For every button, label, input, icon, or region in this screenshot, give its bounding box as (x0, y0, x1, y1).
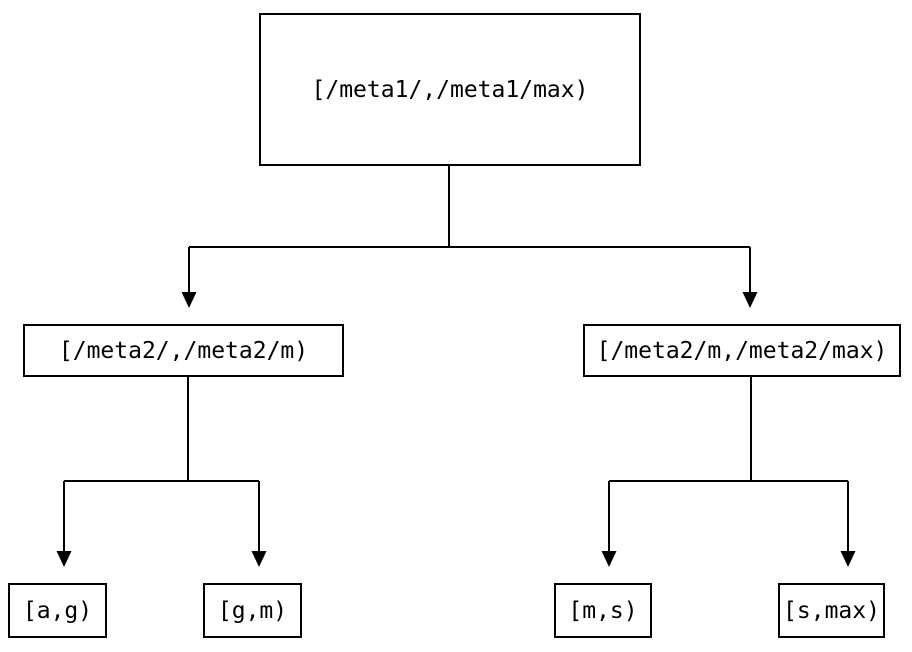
node-leaf-smax: [s,max) (778, 583, 885, 638)
arrowhead-leaf-smax (840, 551, 856, 567)
node-leaf-ag: [a,g) (8, 583, 107, 638)
node-left-child-label: [/meta2/,/meta2/m) (58, 337, 309, 364)
node-root-label: [/meta1/,/meta1/max) (311, 76, 589, 103)
node-leaf-smax-label: [s,max) (783, 597, 880, 624)
node-leaf-gm-label: [g,m) (217, 597, 288, 624)
arrowhead-leaf-ag (56, 551, 72, 567)
arrowhead-leaf-gm (251, 551, 267, 567)
node-leaf-gm: [g,m) (203, 583, 302, 638)
arrowhead-leaf-ms (601, 551, 617, 567)
node-right-child: [/meta2/m,/meta2/max) (583, 324, 901, 377)
node-leaf-ms-label: [m,s) (568, 597, 638, 624)
arrowhead-right-child (742, 292, 758, 308)
arrowhead-left-child (181, 292, 197, 308)
node-root: [/meta1/,/meta1/max) (259, 13, 641, 166)
node-left-child: [/meta2/,/meta2/m) (23, 324, 344, 377)
node-leaf-ms: [m,s) (554, 583, 652, 638)
node-leaf-ag-label: [a,g) (22, 597, 93, 624)
node-right-child-label: [/meta2/m,/meta2/max) (596, 337, 888, 364)
